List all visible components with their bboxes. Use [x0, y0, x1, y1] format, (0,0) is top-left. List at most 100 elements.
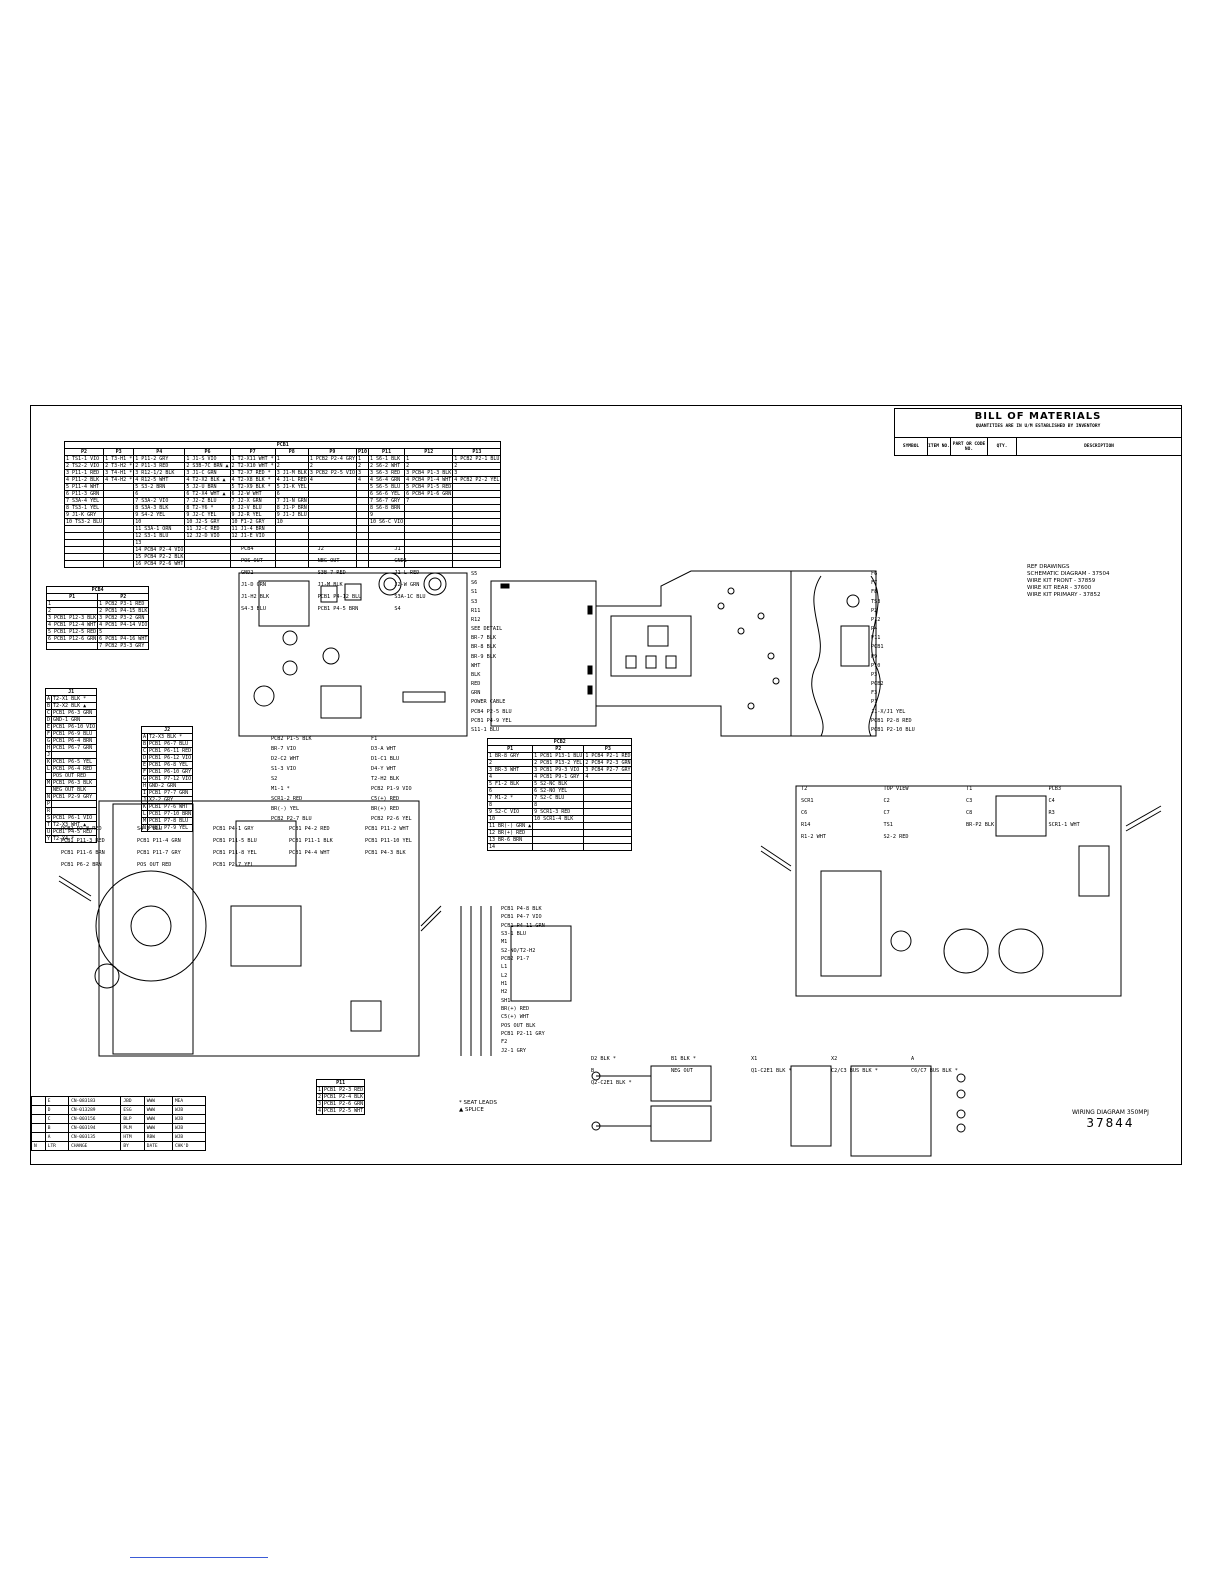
- diagram-label: BR-8 BLK: [471, 644, 496, 651]
- diagram-label: H1: [501, 981, 508, 987]
- bus-bar-assembly: [850, 1065, 932, 1157]
- r11-pot: [282, 630, 298, 646]
- diagram-label: SCR1: [801, 798, 814, 804]
- neg-out-terminal: [423, 572, 447, 596]
- diagram-label: SCR1-2 RED: [271, 796, 303, 802]
- pos-out-terminal: [378, 572, 402, 596]
- diagram-label: BR-P2 BLK: [966, 822, 995, 828]
- diagram-label: PCB4 P2-5 BLU: [471, 708, 512, 715]
- table-cell: PCB1 P2-5 WHT: [322, 1107, 366, 1115]
- revision-footer-cell: LTR: [44, 1141, 70, 1151]
- diagram-label: PCB1 P2-8 RED: [871, 717, 912, 724]
- diagram-label: S4-3 BLU: [241, 606, 266, 612]
- right-handle-left: [760, 845, 792, 872]
- l1-inductor: [350, 1000, 382, 1032]
- bom-col-symbol: SYMBOL: [895, 438, 928, 455]
- pcb1-board: [490, 580, 597, 727]
- diagram-label: X2: [831, 1056, 838, 1062]
- refs-line: WIRE KIT FRONT - 37859: [1027, 578, 1096, 584]
- bom-columns: SYMBOL ITEM NO. PART OR CODE NO. QTY. DE…: [895, 437, 1181, 455]
- diagram-label: J1-D GRN: [241, 582, 266, 588]
- diagram-label: POWER CABLE: [471, 699, 506, 706]
- diagram-label: D2 BLK *: [591, 1056, 616, 1062]
- table-cell: [229, 560, 276, 568]
- diagram-label: T1: [966, 786, 973, 792]
- diagram-label: S3-1 BLU: [501, 931, 526, 937]
- diagram-label: PCB1 P4-9 YEL: [471, 717, 512, 724]
- bill-of-materials: BILL OF MATERIALS QUANTITIES ARE IN U/M …: [894, 408, 1182, 456]
- diagram-label: P4: [871, 626, 878, 632]
- diagram-label: PCB1 P4-12 BLU: [317, 594, 362, 600]
- diagram-label: PCB1 P4-8 BLK: [501, 906, 542, 912]
- table-row: 14: [486, 843, 633, 851]
- table-row: 7 PCB2 P3-3 GRY: [45, 642, 150, 650]
- diagram-label: PCB4: [241, 546, 254, 552]
- diagram-label: SEE DETAIL: [471, 626, 503, 632]
- diagram-label: S6: [471, 580, 478, 587]
- legend-seat-leads: * SEAT LEADS: [459, 1100, 497, 1106]
- drawing-caption: WIRING DIAGRAM 350MPJ 37844: [1072, 1109, 1149, 1130]
- diagram-label: C4: [1048, 798, 1055, 804]
- drawing-number: 37844: [1086, 1116, 1135, 1130]
- table-cell: T2-X4 *: [51, 835, 98, 843]
- diagram-label: PCB2 P1-7: [501, 956, 530, 962]
- diagram-label: Q2-C2E1 BLK *: [591, 1080, 632, 1086]
- diagram-label: PCB1 P4-3 BLK: [365, 850, 406, 856]
- diagram-label: GND2: [241, 570, 254, 576]
- table-cell: 14: [486, 843, 534, 851]
- diagram-label: D4-Y WHT: [371, 766, 396, 772]
- diagram-label: J1-L RED: [394, 570, 420, 576]
- diagram-label: PCB1 P11-8 YEL: [213, 850, 257, 856]
- table-cell: 7 PCB2 P3-3 GRY: [97, 642, 150, 650]
- table-row: 14 PCB4 P2-4 VIO: [63, 546, 502, 554]
- diagram-label: PCB1 P4-4 WHT: [289, 850, 330, 856]
- table-row: 16 PCB4 P2-6 WHT: [63, 560, 502, 568]
- right-chassis-outline: [795, 785, 1122, 997]
- diagram-label: S3A-1C BLU: [394, 594, 426, 600]
- bom-col-description: DESCRIPTION: [1084, 444, 1114, 449]
- diagram-label: R3: [1048, 810, 1055, 816]
- diagram-label: R14: [801, 822, 811, 828]
- diagram-label: P2: [871, 607, 878, 614]
- pcb4-board: [258, 580, 310, 627]
- diagram-label: S11-1 BLU: [471, 726, 500, 733]
- diagram-label: R12: [471, 616, 481, 623]
- diagram-label: PCB2: [871, 681, 884, 687]
- diagram-label: M1: [501, 939, 508, 946]
- revision-footer-cell: DATE: [143, 1141, 173, 1151]
- f1-fuse: [846, 594, 860, 608]
- diagram-label: TOP VIEW: [883, 786, 909, 792]
- diagram-label: C5(+) WHT: [501, 1014, 530, 1021]
- diagram-label: BR(-) YEL: [271, 806, 300, 812]
- diagram-label: C5(+) RED: [371, 796, 400, 802]
- table-cell: [452, 560, 502, 568]
- diagram-label: PCB1 P4-5 BRN: [317, 606, 359, 612]
- diagram-label: R1-2 WHT: [801, 834, 826, 840]
- diagram-label: B1 BLK *: [671, 1056, 696, 1062]
- diagram-label: PCB1 P2-7 YEL: [213, 862, 254, 868]
- diagram-label: PCB1 P11-3 RED: [61, 838, 105, 844]
- fan-shroud: [112, 803, 194, 1055]
- j2-connector: [320, 585, 338, 603]
- diagram-label: PCB1 P4-2 RED: [289, 826, 330, 832]
- output-terminals: [235, 820, 297, 867]
- drawing-title: WIRING DIAGRAM 350MPJ: [1072, 1109, 1149, 1116]
- diagram-label: PCB2 P2-6 YEL: [371, 816, 412, 822]
- bom-col-item: ITEM NO.: [928, 438, 951, 455]
- diagram-label: H2: [501, 989, 508, 996]
- diagram-label: S5: [471, 571, 478, 577]
- diagram-label: PCB1 P4-1 GRY: [213, 826, 254, 832]
- diagram-label: F1: [371, 736, 378, 742]
